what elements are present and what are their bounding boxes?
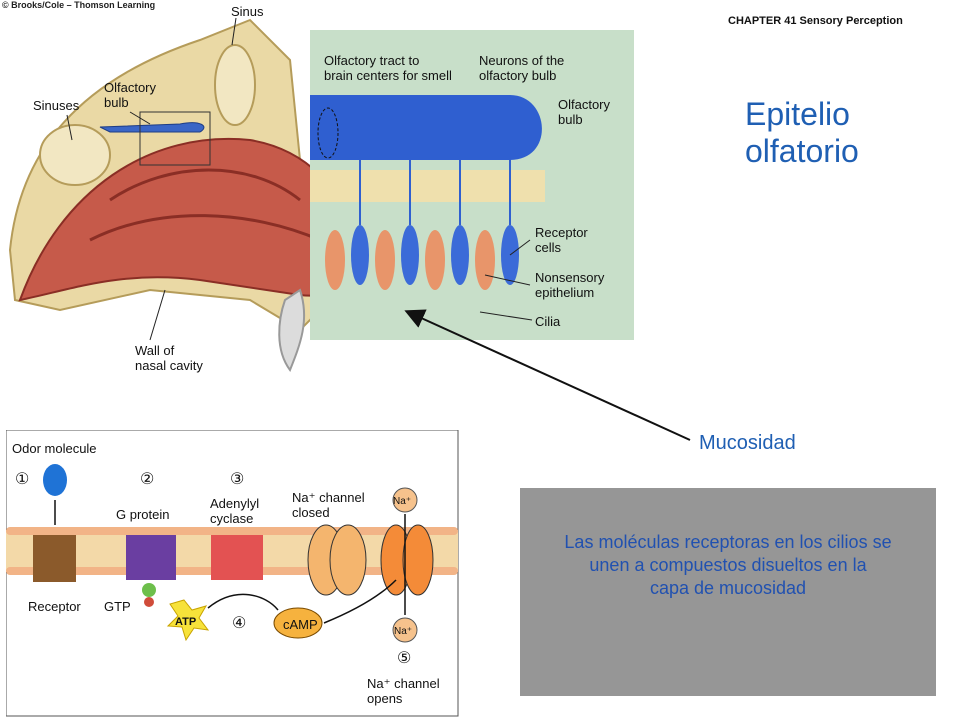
receptor-label: Receptor [28,599,81,614]
step-5-marker: ⑤ [397,650,412,667]
odor-molecule-label: Odor molecule [12,441,97,456]
atp-label: ATP [175,616,197,628]
channel-opens-label: Na⁺ channel opens [367,676,440,706]
gtp-label: GTP [104,599,131,614]
na-top-label: Na⁺ [393,496,412,507]
sinuses-label: Sinuses [33,98,80,113]
transduction-panel [6,430,459,717]
olfactory-bulb-label-line1: Olfactory [104,80,157,95]
receptor-shape [33,535,76,582]
note-box [520,488,936,696]
channel-closed-label: Na⁺ channel closed [292,490,365,520]
inset-bulb-label: Olfactory bulb [558,97,610,127]
neurons-line2: olfactory bulb [479,68,557,83]
inset-bulb-line1: Olfactory [558,97,611,112]
mucosidad-arrow [404,309,691,441]
receptor-cells-line2: cells [535,240,562,255]
olfactory-bulb-label: Olfactory bulb [104,80,156,110]
nonsensory-line1: Nonsensory [535,270,605,285]
na-ion-top [392,487,418,513]
step-2-marker: ② [140,471,155,488]
olfactory-tract-line2: brain centers for smell [324,68,452,83]
step-1-marker: ① [15,471,30,488]
nonsensory-line2: epithelium [535,285,595,300]
adenylyl-line1: Adenylyl [210,496,260,511]
note-line3: capa de mucosidad [649,578,807,598]
olfactory-tract-line1: Olfactory tract to [324,53,420,68]
odor-molecule-shape [43,464,67,496]
wall-label-line2: nasal cavity [135,358,203,373]
channel-opens-line2: opens [367,691,403,706]
neurons-label: Neurons of the olfactory bulb [479,53,564,83]
mucosidad-callout: Mucosidad [699,432,796,454]
receptor-cells-label: Receptor cells [535,225,588,255]
olfactory-bulb-label-line2: bulb [104,95,129,110]
g-protein-shape [126,535,176,580]
adenylyl-line2: cyclase [210,511,254,526]
channel-opens-line1: Na⁺ channel [367,676,440,691]
note-line1: Las moléculas receptoras en los cilios s… [564,532,892,552]
cilia-label: Cilia [535,314,561,329]
epithelium-inset [310,30,634,340]
note-text: Las moléculas receptoras en los cilios s… [520,531,936,600]
adenylyl-label: Adenylyl cyclase [210,496,259,526]
neurons-line1: Neurons of the [479,53,565,68]
note-line2: unen a compuestos disueltos en la [589,555,867,575]
chapter-heading: CHAPTER 41 Sensory Perception [728,15,903,27]
wall-label-line1: Wall of [135,343,175,358]
camp-label: cAMP [283,617,318,632]
sinus-label: Sinus [231,4,264,19]
wall-label: Wall of nasal cavity [135,343,203,373]
na-ion-bottom [392,617,418,643]
slide-title-line1: Epitelio [745,96,850,132]
adenylyl-cyclase-shape [211,535,263,580]
channel-closed-line2: closed [292,505,330,520]
camp-oval [273,607,323,639]
atp-burst [166,599,210,642]
slide-title: Epitelio olfatorio [745,96,859,170]
nonsensory-label: Nonsensory epithelium [535,270,604,300]
g-protein-label: G protein [116,507,170,522]
step-3-marker: ③ [230,471,245,488]
receptor-cells-line1: Receptor [535,225,588,240]
step-4-marker: ④ [232,615,247,632]
olfactory-tract-label: Olfactory tract to brain centers for sme… [324,53,452,83]
receptor-cells [325,225,519,290]
na-bottom-label: Na⁺ [394,626,413,637]
channel-closed-line1: Na⁺ channel [292,490,365,505]
inset-bulb-line2: bulb [558,112,583,127]
slide-title-line2: olfatorio [745,133,859,169]
copyright-text: © Brooks/Cole – Thomson Learning [2,0,156,10]
